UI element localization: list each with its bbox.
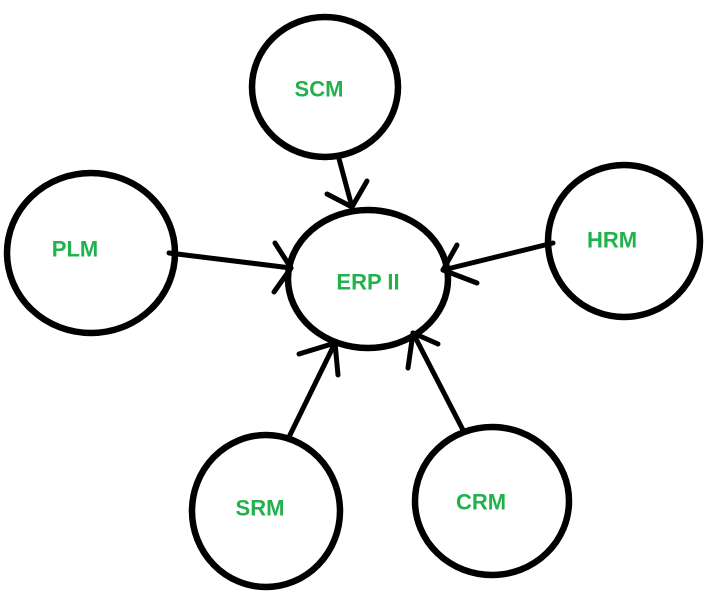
- edge-plm-to-erp-arrowhead-barb: [272, 240, 294, 271]
- edge-hrm-to-erp-arrowhead-barb: [440, 242, 460, 273]
- edge-srm-to-erp-arrowhead-barb: [296, 340, 338, 357]
- node-erp-circle: [284, 206, 452, 352]
- edge-plm-to-erp-arrowhead-barb: [271, 265, 294, 295]
- edge-srm-to-erp: [286, 340, 341, 440]
- node-scm-label: SCM: [295, 77, 344, 102]
- node-srm-circle: [188, 431, 344, 591]
- edge-plm-to-erp: [166, 240, 294, 295]
- edge-hrm-to-erp: [440, 240, 556, 286]
- edge-srm-to-erp-arrowhead-barb: [332, 340, 341, 378]
- node-hrm-label: HRM: [587, 228, 637, 253]
- edge-plm-to-erp-shaft: [166, 250, 294, 271]
- edge-crm-to-erp: [405, 330, 466, 433]
- edge-crm-to-erp-shaft: [410, 330, 466, 433]
- edge-scm-to-erp-arrowhead-barb: [349, 178, 370, 210]
- node-srm-label: SRM: [236, 496, 285, 521]
- edge-hrm-to-erp-shaft: [440, 240, 556, 273]
- edge-crm-to-erp-arrowhead-barb: [410, 330, 441, 347]
- edge-crm-to-erp-arrowhead-barb: [405, 330, 416, 371]
- edge-scm-to-erp: [324, 152, 370, 210]
- node-hrm-circle: [544, 161, 704, 321]
- edge-srm-to-erp-shaft: [286, 340, 338, 440]
- edge-scm-to-erp-shaft: [335, 152, 355, 210]
- node-crm-label: CRM: [456, 490, 506, 515]
- node-plm-label: PLM: [52, 237, 98, 262]
- node-erp-label: ERP II: [336, 270, 399, 295]
- edge-hrm-to-erp-arrowhead-barb: [440, 267, 480, 286]
- node-crm-circle: [411, 423, 573, 579]
- node-scm-circle: [248, 13, 402, 161]
- edge-scm-to-erp-arrowhead-barb: [324, 191, 355, 210]
